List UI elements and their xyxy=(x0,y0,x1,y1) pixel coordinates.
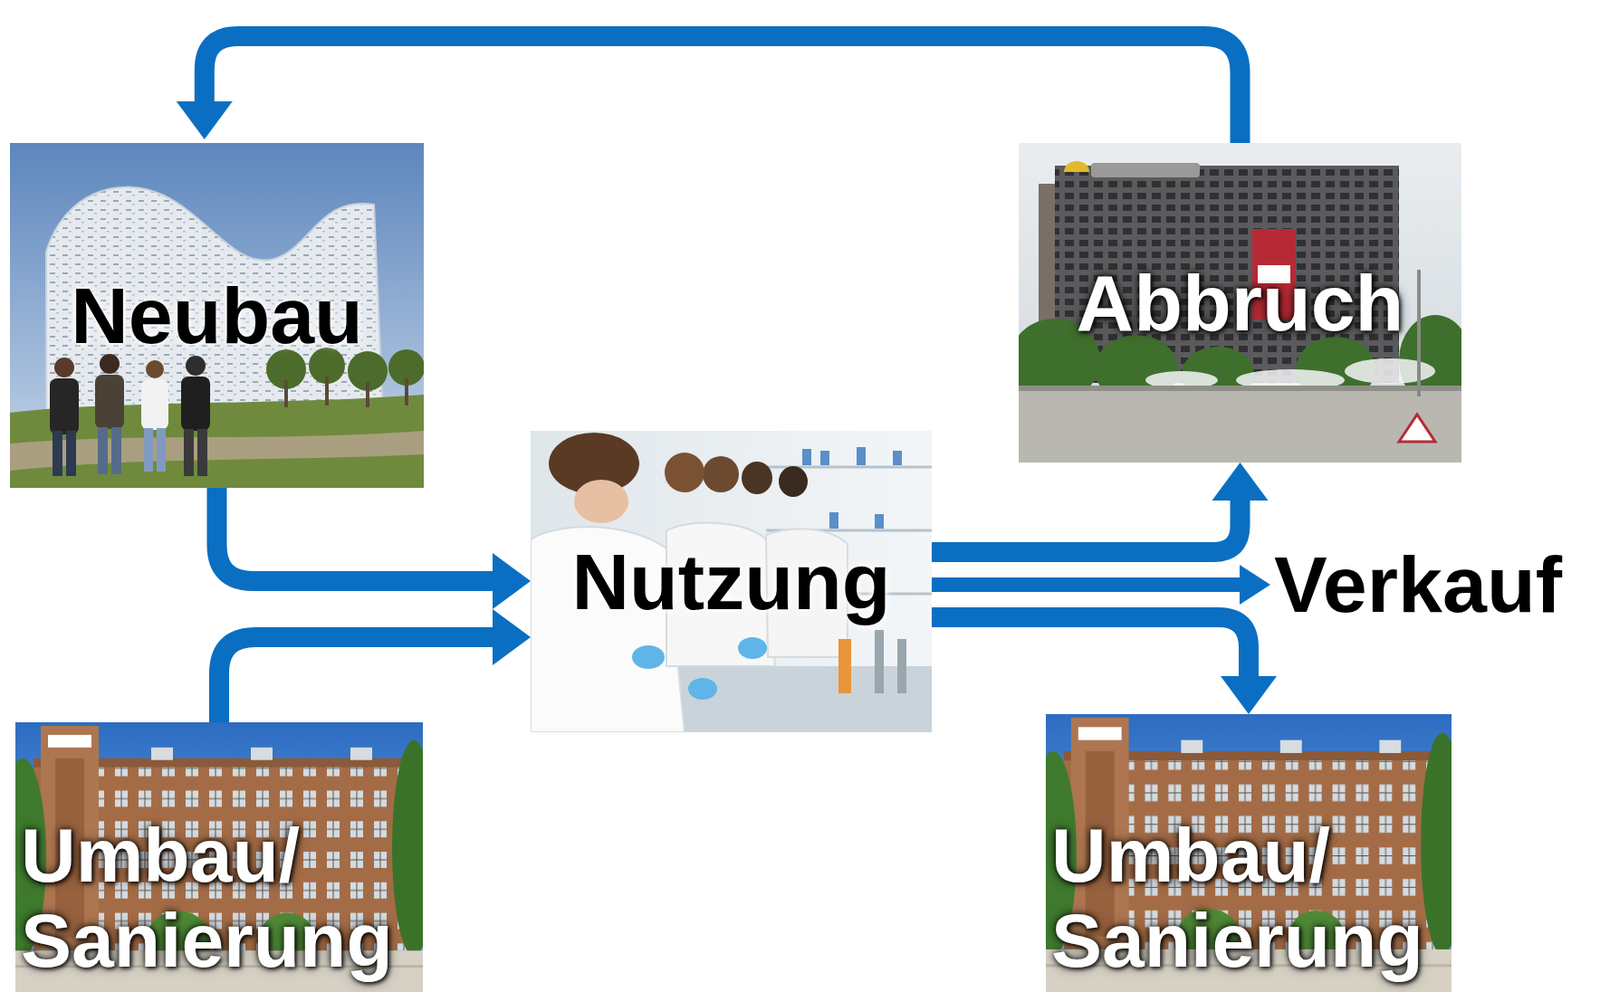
umbau-photo xyxy=(0,722,436,992)
node-label: Umbau/ Sanierung xyxy=(20,813,418,984)
arrow-head xyxy=(1220,676,1277,715)
photo-box: Umbau/ Sanierung xyxy=(15,722,423,992)
node-label: Neubau xyxy=(70,269,364,362)
photo-box: Umbau/ Sanierung xyxy=(1045,714,1452,992)
photo-box: Nutzung xyxy=(530,431,932,733)
lab-people xyxy=(530,432,907,733)
abbruch-photo xyxy=(1018,143,1462,463)
arrow-head xyxy=(1212,462,1269,501)
flow-connector xyxy=(176,36,1241,144)
node-label: Verkauf xyxy=(1274,538,1562,631)
connector-line xyxy=(204,36,1241,144)
node-label: Nutzung xyxy=(572,536,892,628)
flow-connector xyxy=(931,462,1269,553)
photo-box: Abbruch xyxy=(1018,143,1462,463)
photo-box: Neubau xyxy=(9,143,424,489)
flow-connector xyxy=(217,488,532,610)
arrow-head xyxy=(176,101,233,140)
nutzung-photo xyxy=(530,431,932,733)
text-node: Verkauf xyxy=(1270,543,1570,627)
people-figures xyxy=(49,354,211,477)
arrow-head xyxy=(1239,565,1271,605)
arrow-head xyxy=(492,609,531,666)
connector-line xyxy=(931,577,1242,593)
umbau-photo xyxy=(1029,714,1465,992)
node-label: Abbruch xyxy=(1076,257,1405,349)
neubau-photo xyxy=(9,143,424,489)
node-label: Umbau/ Sanierung xyxy=(1051,813,1447,984)
connector-line xyxy=(219,637,495,723)
connector-line xyxy=(931,617,1249,679)
arrow-head xyxy=(492,553,531,610)
connector-line xyxy=(217,488,496,582)
flow-connector xyxy=(931,565,1271,605)
flow-connector xyxy=(219,609,531,723)
flow-connector xyxy=(931,617,1277,715)
connector-line xyxy=(931,498,1241,553)
